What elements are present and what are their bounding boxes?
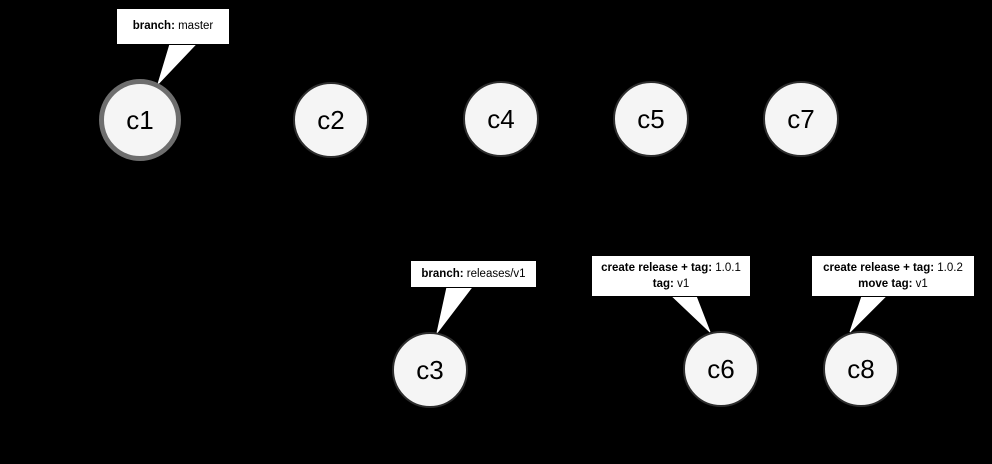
commit-node-c1: c1 xyxy=(99,79,181,161)
callout-branch-master: branch: master xyxy=(116,8,230,45)
commit-node-c2: c2 xyxy=(293,82,369,158)
commit-label-c8: c8 xyxy=(847,353,875,384)
callout-text-line: move tag: v1 xyxy=(858,278,928,290)
callout-text-line: create release + tag: 1.0.1 xyxy=(601,261,741,274)
callout-text-line: create release + tag: 1.0.2 xyxy=(823,261,963,274)
callout-text-line: branch: releases/v1 xyxy=(421,267,526,280)
commit-node-c4: c4 xyxy=(463,81,539,157)
commit-label-c6: c6 xyxy=(707,353,735,384)
commit-node-c7: c7 xyxy=(763,81,839,157)
callout-text-line: tag: v1 xyxy=(652,278,690,290)
commit-label-c1: c1 xyxy=(126,104,154,135)
commit-label-c4: c4 xyxy=(487,103,515,134)
commit-label-c7: c7 xyxy=(787,103,815,134)
callout-branch-releases-v1: branch: releases/v1 xyxy=(410,260,537,288)
commit-node-c3: c3 xyxy=(392,332,468,408)
commit-label-c2: c2 xyxy=(317,104,345,135)
callout-release-1-0-1: create release + tag: 1.0.1 tag: v1 xyxy=(591,255,751,297)
commit-label-c5: c5 xyxy=(637,103,665,134)
callout-text-line: branch: master xyxy=(132,20,214,33)
commit-node-c8: c8 xyxy=(823,331,899,407)
callout-release-1-0-2: create release + tag: 1.0.2 move tag: v1 xyxy=(811,255,975,297)
commit-node-c5: c5 xyxy=(613,81,689,157)
commit-node-c6: c6 xyxy=(683,331,759,407)
commit-label-c3: c3 xyxy=(416,354,444,385)
